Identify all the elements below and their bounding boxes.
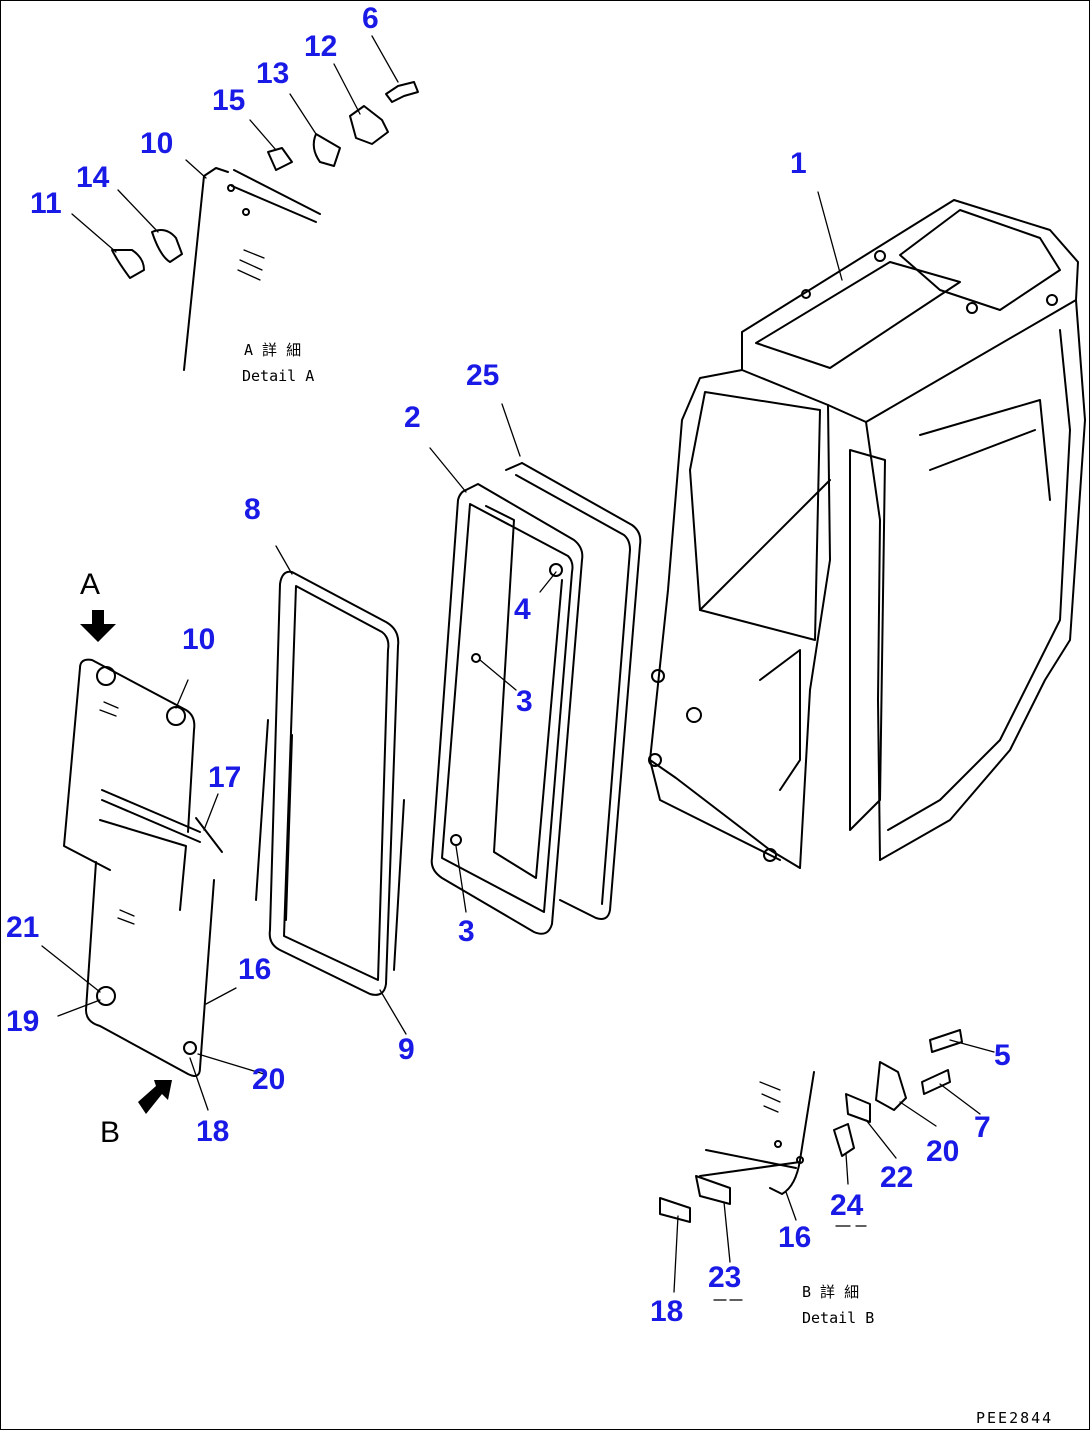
callout-1: 1 — [790, 147, 807, 180]
callout-18-detail-b: 18 — [650, 1295, 683, 1328]
callout-8: 8 — [244, 493, 261, 526]
window-frame-2 — [430, 483, 584, 935]
detail-a-caption-en: Detail A — [242, 367, 314, 385]
door-panel — [63, 658, 223, 1077]
callout-labels: 1 2 25 8 4 3 3 9 10 17 21 16 19 20 18 6 … — [6, 2, 1011, 1328]
callout-6: 6 — [362, 2, 379, 35]
callout-25: 25 — [466, 359, 499, 392]
callout-10-door: 10 — [182, 623, 215, 656]
callout-16-door: 16 — [238, 953, 271, 986]
callout-2: 2 — [404, 401, 421, 434]
callout-19: 19 — [6, 1005, 39, 1038]
callout-22: 22 — [880, 1161, 913, 1194]
callout-13: 13 — [256, 57, 289, 90]
callout-16-detail-b: 16 — [778, 1221, 811, 1254]
detail-a-caption-jp: A 詳 細 — [244, 341, 301, 359]
callout-20-door: 20 — [252, 1063, 285, 1096]
view-arrow-a — [80, 610, 116, 642]
callout-12: 12 — [304, 30, 337, 63]
callout-18-door: 18 — [196, 1115, 229, 1148]
view-arrow-b — [138, 1080, 172, 1114]
callout-14: 14 — [76, 161, 110, 194]
callout-10-detail-a: 10 — [140, 127, 173, 160]
detail-b-caption-en: Detail B — [802, 1309, 874, 1327]
leader-lines — [41, 35, 995, 1293]
callout-23: 23 — [708, 1261, 741, 1294]
callout-3-lower: 3 — [458, 915, 475, 948]
callout-4: 4 — [514, 593, 531, 626]
callout-7: 7 — [974, 1111, 991, 1144]
callout-9: 9 — [398, 1033, 415, 1066]
callout-15: 15 — [212, 84, 245, 117]
callout-24: 24 — [830, 1189, 864, 1222]
callout-3-upper: 3 — [516, 685, 533, 718]
callout-5: 5 — [994, 1039, 1011, 1072]
callout-21: 21 — [6, 911, 39, 944]
seal-25 — [505, 462, 642, 920]
view-letter-b: B — [100, 1116, 120, 1149]
callout-20-detail-b: 20 — [926, 1135, 959, 1168]
callout-11: 11 — [30, 187, 62, 220]
glass-8 — [255, 570, 405, 996]
view-letter-a: A — [80, 568, 100, 601]
cab-frame — [648, 199, 1086, 869]
detail-b-parts — [659, 1029, 963, 1301]
callout-17: 17 — [208, 761, 241, 794]
drawing-code: PEE2844 — [976, 1409, 1053, 1427]
detail-a-parts — [111, 81, 419, 371]
detail-b-caption-jp: B 詳 細 — [802, 1283, 859, 1301]
